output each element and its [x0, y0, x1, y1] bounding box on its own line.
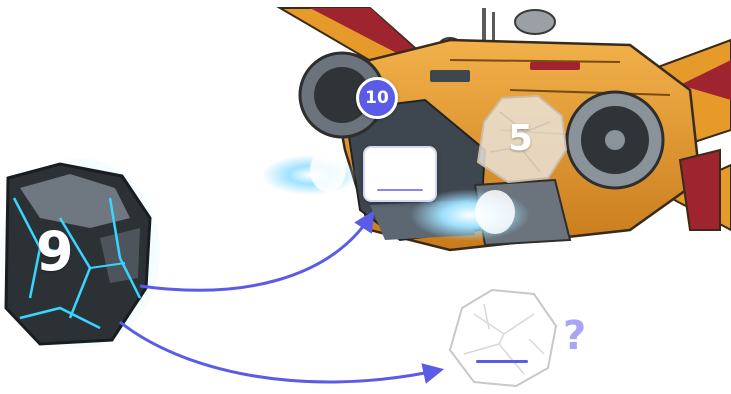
- ghost-rock-icon: [444, 284, 560, 390]
- arrow-to-ghost: [120, 322, 440, 382]
- arrow-to-ship: [140, 214, 372, 290]
- question-mark-icon: ?: [563, 313, 586, 359]
- ghost-answer-line: [476, 360, 528, 363]
